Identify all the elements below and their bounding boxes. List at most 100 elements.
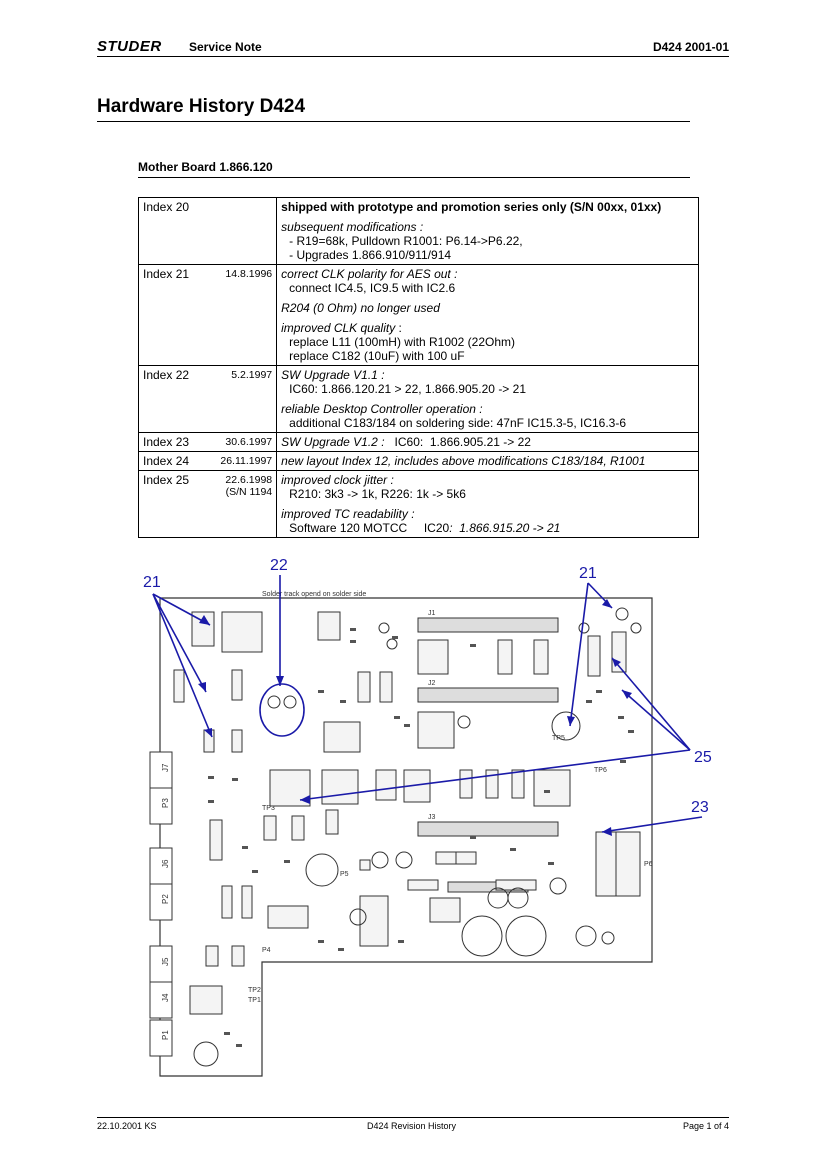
- connector-label: P3: [161, 798, 170, 808]
- row-text: correct CLK polarity for AES out :: [281, 267, 458, 281]
- index-cell: Index 21 14.8.1996: [137, 264, 278, 366]
- row-text: IC60: 1.866.905.21 -> 22: [384, 435, 531, 449]
- index-label: Index 21: [143, 267, 190, 281]
- board-outline: [159, 597, 653, 1077]
- row-text: additional C183/184 on soldering side: 4…: [289, 416, 627, 430]
- header-subtitle: Service Note: [189, 40, 262, 54]
- description-cell: correct CLK polarity for AES out : conne…: [276, 264, 699, 366]
- index-cell: Index 22 5.2.1997: [137, 365, 278, 433]
- studer-logo: STUDER: [97, 38, 162, 55]
- row-text: connect IC4.5, IC9.5 with IC2.6: [289, 281, 456, 295]
- index-label: Index 22: [143, 368, 190, 382]
- connector-label: J2: [428, 680, 436, 687]
- table-row: Index 20 shipped with prototype and prom…: [137, 197, 699, 265]
- row-text: improved clock jitter :: [281, 473, 394, 487]
- testpoint-label: TP1: [248, 997, 261, 1004]
- row-text: - Upgrades 1.866.910/911/914: [289, 248, 452, 262]
- row-text: IC60: 1.866.120.21 > 22, 1.866.905.20 ->…: [289, 382, 526, 396]
- table-row: Index 25 22.6.1998 (S/N 1194 improved cl…: [137, 470, 699, 538]
- table-row: Index 22 5.2.1997 SW Upgrade V1.1 : IC60…: [137, 365, 699, 433]
- left-connectors: [149, 751, 173, 1057]
- callout-annotations: [152, 575, 703, 833]
- title-divider: [97, 121, 690, 122]
- row-text: reliable Desktop Controller operation :: [281, 402, 483, 416]
- index-date-block: 22.6.1998 (S/N 1194: [225, 474, 272, 498]
- connector-label: P6: [644, 861, 653, 868]
- row-text: replace L11 (100mH) with R1002 (22Ohm): [289, 335, 516, 349]
- row-text: new layout Index 12, includes above modi…: [281, 454, 646, 468]
- description-cell: shipped with prototype and promotion ser…: [276, 197, 699, 265]
- index-date: 5.2.1997: [231, 369, 273, 381]
- table-row: Index 23 30.6.1997 SW Upgrade V1.2 : IC6…: [137, 432, 699, 452]
- table-row: Index 21 14.8.1996 correct CLK polarity …: [137, 264, 699, 366]
- callout-label: 25: [694, 749, 712, 766]
- footer-page: Page 1 of 4: [682, 1121, 729, 1131]
- callout-label: 22: [270, 557, 288, 574]
- index-cell: Index 25 22.6.1998 (S/N 1194: [137, 470, 278, 538]
- index-label: Index 25: [143, 473, 190, 487]
- index-label: Index 20: [143, 200, 190, 214]
- index-date: 22.6.1998: [225, 474, 273, 486]
- callout-label: 21: [143, 574, 161, 591]
- description-cell: improved clock jitter : R210: 3k3 -> 1k,…: [276, 470, 699, 538]
- callout-label: 21: [579, 565, 597, 582]
- row-text: replace C182 (10uF) with 100 uF: [289, 349, 465, 363]
- row-text: improved CLK quality: [281, 321, 396, 335]
- row-text: subsequent modifications :: [281, 220, 424, 234]
- capacitors: [193, 607, 642, 1067]
- connector-label: J1: [428, 610, 436, 617]
- row-text: SW Upgrade V1.2 :: [281, 435, 385, 449]
- description-cell: SW Upgrade V1.1 : IC60: 1.866.120.21 > 2…: [276, 365, 699, 433]
- callout-arrowheads: [198, 599, 632, 836]
- header-strips: [417, 617, 559, 893]
- small-components: [208, 628, 634, 1047]
- index-label: Index 24: [143, 454, 190, 468]
- row-text: : 1.866.915.20 -> 21: [449, 521, 561, 535]
- footer-title: D424 Revision History: [367, 1121, 457, 1131]
- connector-label: P1: [161, 1030, 170, 1040]
- index-date: 26.11.1997: [220, 455, 273, 467]
- row-text: R204 (0 Ohm) no longer used: [281, 301, 440, 315]
- testpoint-label: TP2: [248, 987, 261, 994]
- table-row: Index 24 26.11.1997 new layout Index 12,…: [137, 451, 699, 471]
- footer-date: 22.10.2001 KS: [97, 1121, 157, 1131]
- callout-label: 23: [691, 799, 709, 816]
- connector-label: J3: [428, 814, 436, 821]
- testpoint-label: TP6: [594, 767, 607, 774]
- index-date: 14.8.1996: [225, 268, 273, 280]
- revision-table: Index 20 shipped with prototype and prom…: [137, 197, 699, 538]
- connector-label: J4: [161, 993, 170, 1002]
- row-text: SW Upgrade V1.1 :: [281, 368, 385, 382]
- connector-label: J5: [161, 957, 170, 966]
- index-date: 30.6.1997: [225, 436, 273, 448]
- index-cell: Index 24 26.11.1997: [137, 451, 278, 471]
- ic-components: [173, 611, 641, 1015]
- index-serial: (S/N 1194: [225, 486, 273, 498]
- section-heading: Mother Board 1.866.120: [138, 160, 273, 174]
- row-text: :: [395, 321, 402, 335]
- connector-label: J7: [161, 763, 170, 772]
- testpoint-label: TP5: [552, 735, 565, 742]
- solder-note: Solder track opend on solder side: [262, 591, 366, 598]
- page-title: Hardware History D424: [97, 96, 306, 117]
- connector-label: P5: [340, 871, 349, 878]
- section-divider: [138, 177, 690, 178]
- document-id: D424 2001-01: [652, 40, 729, 54]
- connector-label: P4: [262, 947, 271, 954]
- row-text: R210: 3k3 -> 1k, R226: 1k -> 5k6: [289, 487, 466, 501]
- row-heading: shipped with prototype and promotion ser…: [281, 200, 662, 214]
- row-text: - R19=68k, Pulldown R1001: P6.14->P6.22,: [289, 234, 523, 248]
- testpoint-label: TP3: [262, 805, 275, 812]
- index-cell: Index 20: [137, 197, 278, 265]
- index-cell: Index 23 30.6.1997: [137, 432, 278, 452]
- page-footer: 22.10.2001 KS D424 Revision History Page…: [97, 1117, 729, 1132]
- description-cell: new layout Index 12, includes above modi…: [276, 451, 699, 471]
- board-layout-diagram: J7 P3 J6 P2 J5 J4 P1 J1 J2 J3 TP6 TP5 TP…: [143, 557, 712, 1077]
- index-label: Index 23: [143, 435, 190, 449]
- description-cell: SW Upgrade V1.2 : IC60: 1.866.905.21 -> …: [276, 432, 699, 452]
- row-text: Software 120 MOTCC IC20: [289, 521, 450, 535]
- page-header: STUDER Service Note D424 2001-01: [97, 38, 729, 57]
- connector-label: P2: [161, 894, 170, 904]
- row-text: improved TC readability :: [281, 507, 415, 521]
- connector-label: J6: [161, 859, 170, 868]
